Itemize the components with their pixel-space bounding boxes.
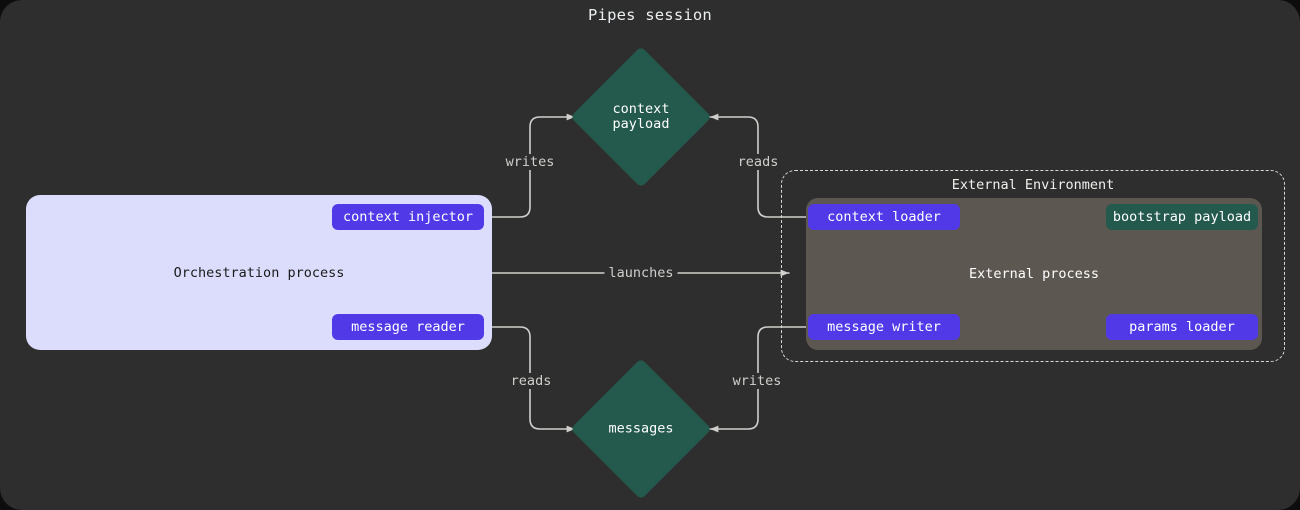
- edge-label-writes-messages: writes: [728, 373, 786, 389]
- external-environment-container: External Environment: [781, 170, 1285, 362]
- edge-label-launches: launches: [604, 265, 678, 281]
- external-process-label: External process: [968, 266, 1100, 282]
- external-environment-label: External Environment: [951, 177, 1115, 193]
- node-context-injector[interactable]: context injector: [332, 204, 484, 230]
- orchestration-process-label: Orchestration process: [173, 264, 345, 281]
- node-message-writer[interactable]: message writer: [808, 314, 960, 340]
- edge-label-reads-messages: reads: [506, 373, 556, 389]
- node-message-reader[interactable]: message reader: [332, 314, 484, 340]
- node-context-loader[interactable]: context loader: [808, 204, 960, 230]
- edge-label-reads-context: reads: [733, 154, 783, 170]
- edge-label-writes-context: writes: [501, 154, 559, 170]
- diamond-shape-icon: [570, 358, 712, 500]
- node-messages[interactable]: messages: [570, 358, 712, 500]
- diamond-shape-icon: [570, 46, 712, 188]
- node-bootstrap-payload[interactable]: bootstrap payload: [1106, 204, 1258, 230]
- page-title: Pipes session: [588, 6, 712, 24]
- node-params-loader[interactable]: params loader: [1106, 314, 1258, 340]
- node-context-payload[interactable]: context payload: [570, 46, 712, 188]
